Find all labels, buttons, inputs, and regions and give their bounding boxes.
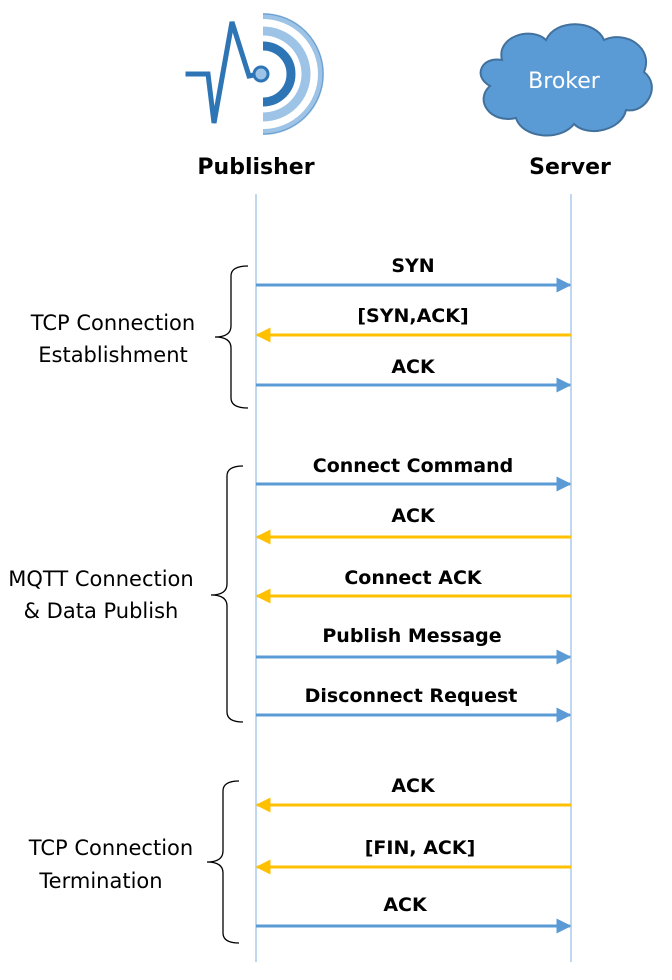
message-connect-ack: Connect ACK	[255, 567, 571, 604]
message-publish: Publish Message	[256, 625, 572, 665]
phase-tcp-establishment: TCP Connection Establishment	[30, 265, 249, 409]
message-label: ACK	[391, 505, 436, 527]
message-label: [FIN, ACK]	[365, 837, 476, 859]
publisher-label: Publisher	[197, 155, 314, 180]
message-fin-ack: [FIN, ACK]	[255, 837, 571, 875]
phase-label-line: Termination	[38, 869, 162, 893]
message-label: Publish Message	[322, 625, 501, 647]
phase-brace	[206, 780, 240, 944]
phase-tcp-termination: TCP Connection Termination	[28, 780, 240, 944]
phase-label-line: MQTT Connection	[8, 567, 193, 591]
phase-label-line: TCP Connection	[30, 311, 195, 335]
phase-mqtt-publish: MQTT Connection & Data Publish	[8, 465, 244, 723]
message-label: SYN	[391, 255, 434, 277]
message-label: [SYN,ACK]	[357, 305, 468, 327]
message-ack: ACK	[256, 894, 572, 934]
message-ack: ACK	[256, 356, 572, 393]
phase-label-line: Establishment	[38, 343, 187, 367]
phase-label-line: TCP Connection	[28, 836, 193, 860]
message-label: Connect ACK	[344, 567, 483, 589]
message-label: Connect Command	[313, 455, 513, 477]
server-label: Server	[529, 155, 611, 180]
message-label: ACK	[383, 894, 428, 916]
message-syn-ack: [SYN,ACK]	[255, 305, 571, 343]
phase-brace	[214, 265, 249, 409]
broker-label: Broker	[528, 69, 601, 94]
phase-brace	[210, 465, 244, 723]
message-label: ACK	[391, 356, 436, 378]
message-disconnect: Disconnect Request	[256, 685, 572, 723]
message-ack: ACK	[255, 505, 571, 545]
publisher-signal-icon	[185, 13, 324, 135]
message-ack: ACK	[255, 775, 571, 813]
message-syn: SYN	[256, 255, 572, 293]
phase-label-line: & Data Publish	[24, 599, 179, 623]
message-label: Disconnect Request	[305, 685, 518, 707]
message-label: ACK	[391, 775, 436, 797]
broker-cloud-icon: Broker	[479, 23, 653, 137]
message-connect-command: Connect Command	[256, 455, 572, 492]
